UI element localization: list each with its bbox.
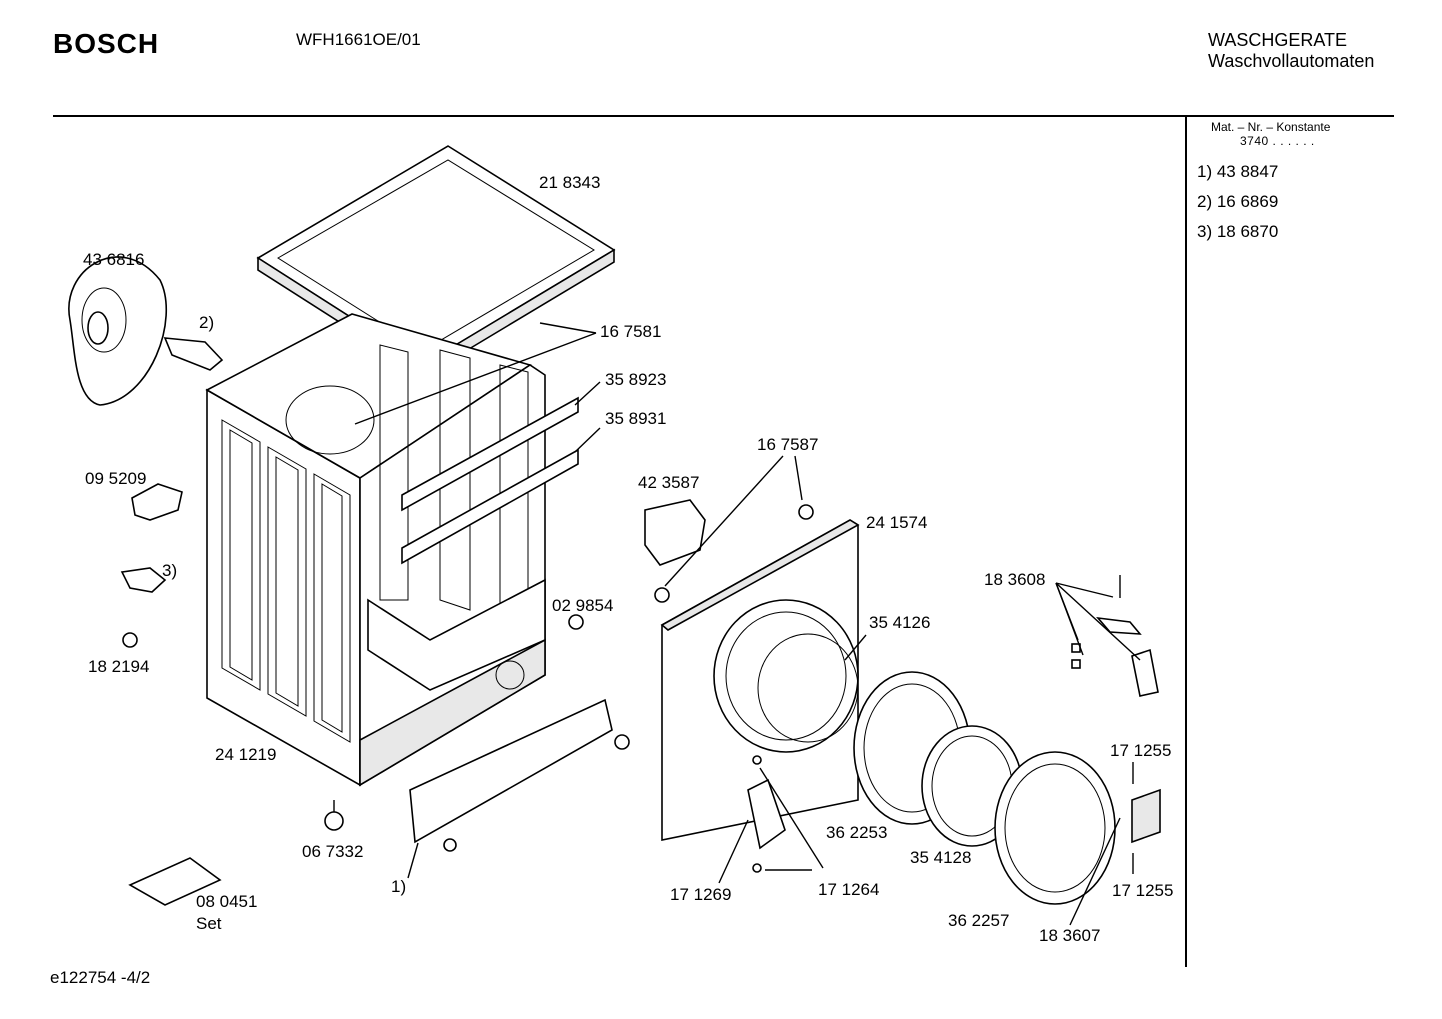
label-09-5209: 09 5209 — [85, 469, 146, 488]
mat-number-constant: 3740 . . . . . . — [1240, 134, 1315, 148]
label-set: Set — [196, 914, 222, 933]
drawing-code: e122754 -4/2 — [50, 968, 151, 987]
label-36-2257: 36 2257 — [948, 911, 1009, 930]
front-panel — [660, 519, 860, 841]
category-subtitle: Waschvollautomaten — [1208, 51, 1375, 71]
label-17-1269: 17 1269 — [670, 885, 731, 904]
label-18-3608: 18 3608 — [984, 570, 1045, 589]
label-42-3587: 42 3587 — [638, 473, 699, 492]
label-ref-3: 3) — [162, 561, 177, 580]
mat-number-label: Mat. – Nr. – Konstante — [1211, 120, 1331, 134]
label-ref-1: 1) — [391, 877, 406, 896]
label-06-7332: 06 7332 — [302, 842, 363, 861]
label-21-8343: 21 8343 — [539, 173, 600, 192]
label-36-2253: 36 2253 — [826, 823, 887, 842]
variant-2: 2) 16 6869 — [1197, 192, 1279, 211]
door-assembly — [853, 671, 1161, 905]
label-24-1219: 24 1219 — [215, 745, 276, 764]
label-35-4128: 35 4128 — [910, 848, 971, 867]
label-18-2194: 18 2194 — [88, 657, 149, 676]
label-02-9854: 02 9854 — [552, 596, 613, 615]
label-16-7587: 16 7587 — [757, 435, 818, 454]
label-16-7581: 16 7581 — [600, 322, 661, 341]
label-ref-2: 2) — [199, 313, 214, 332]
category-title: WASCHGERATE — [1208, 30, 1348, 50]
label-17-1255-top: 17 1255 — [1110, 741, 1171, 760]
variant-1: 1) 43 8847 — [1197, 162, 1279, 181]
model-number: WFH1661OE/01 — [296, 30, 421, 49]
small-parts — [68, 256, 1159, 906]
header-divider — [53, 115, 1394, 117]
label-43-6816: 43 6816 — [83, 250, 144, 269]
cabinet-body — [205, 313, 546, 787]
label-35-8931: 35 8931 — [605, 409, 666, 428]
variant-3: 3) 18 6870 — [1197, 222, 1279, 241]
label-35-8923: 35 8923 — [605, 370, 666, 389]
brand-logo: BOSCH — [53, 28, 160, 59]
part-labels: 21 8343 43 6816 2) 16 7581 35 8923 35 89… — [83, 173, 1173, 945]
label-35-4126: 35 4126 — [869, 613, 930, 632]
label-24-1574: 24 1574 — [866, 513, 927, 532]
label-18-3607: 18 3607 — [1039, 926, 1100, 945]
label-17-1264: 17 1264 — [818, 880, 879, 899]
label-17-1255-bottom: 17 1255 — [1112, 881, 1173, 900]
sidebar-divider — [1185, 115, 1187, 967]
label-08-0451: 08 0451 — [196, 892, 257, 911]
cabinet-rails — [401, 396, 579, 565]
leader-lines — [354, 322, 1141, 926]
